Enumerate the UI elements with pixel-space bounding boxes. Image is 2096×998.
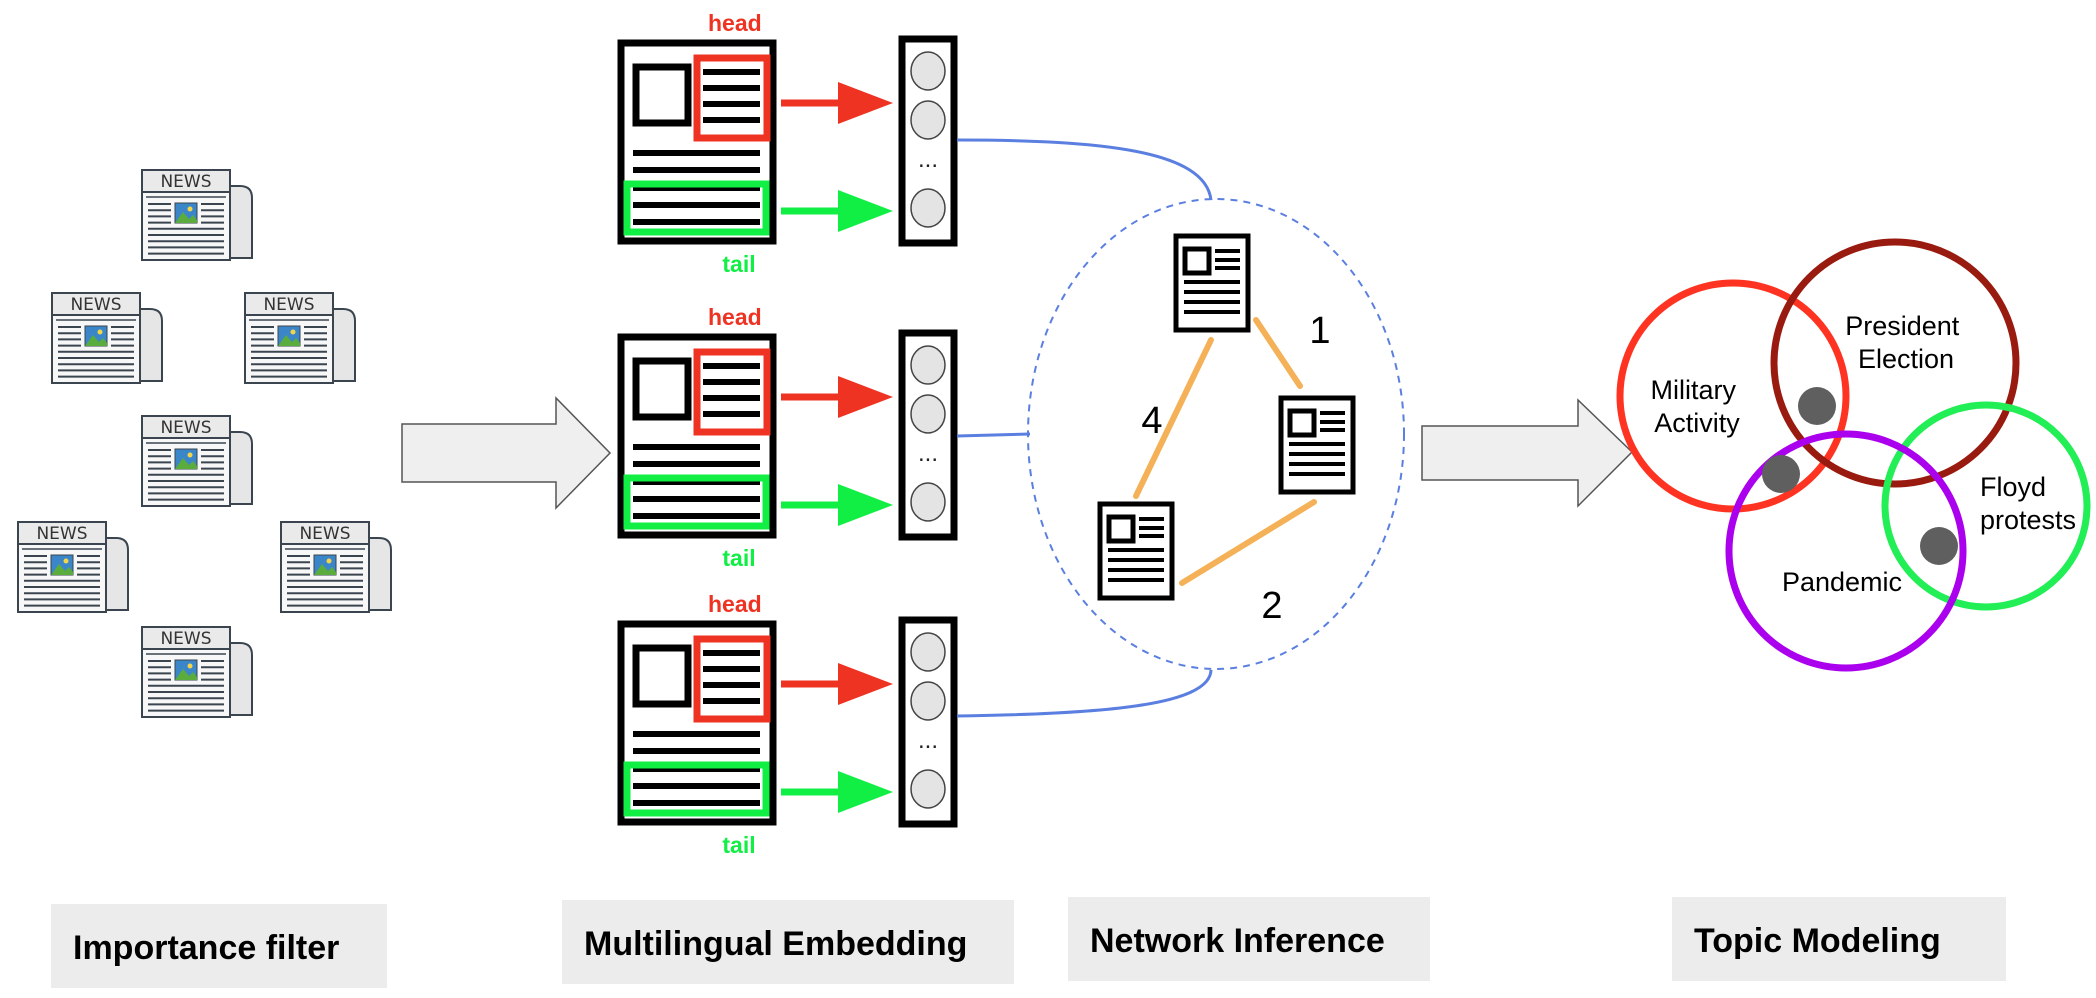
topic-label-military: Military Activity (1650, 375, 1743, 438)
topic-circle-pandemic (1725, 430, 1967, 672)
vector-ellipsis: ... (918, 440, 938, 467)
newspaper-title: NEWS (263, 295, 314, 315)
topic-venn: Military Activity President Election Flo… (1616, 238, 2091, 672)
dot-military-president (1798, 387, 1836, 425)
connector-top (956, 138, 1213, 201)
stage-box-embedding (562, 900, 1014, 984)
embedding-row: head tail... (617, 10, 958, 277)
newspaper-icon: NEWS (17, 521, 129, 613)
stage-label-embedding: Multilingual Embedding (584, 925, 967, 963)
stage-label-network: Network Inference (1090, 922, 1385, 960)
embedding-row: head tail... (617, 591, 958, 858)
newspaper-title: NEWS (160, 418, 211, 438)
dot-military-pandemic (1762, 455, 1800, 493)
embedding-row: head tail... (617, 304, 958, 571)
vector-ellipsis: ... (918, 146, 938, 173)
stage-box-importance (51, 904, 387, 988)
network-boundary (1027, 198, 1405, 670)
stage-labels: Importance filter Multilingual Embedding… (51, 897, 2006, 988)
edge-weight-1: 1 (1309, 310, 1330, 352)
connector-mid (956, 432, 1031, 438)
document-icon (1173, 233, 1251, 333)
connector-bottom (956, 669, 1213, 718)
stage-label-topic: Topic Modeling (1694, 922, 1941, 960)
embedding-vector-icon: ... (898, 616, 958, 828)
newspaper-title: NEWS (299, 524, 350, 544)
right-arrow-icon (1421, 398, 1634, 508)
vector-connectors (956, 138, 1213, 718)
topic-label-floyd: Floyd protests (1980, 472, 2076, 535)
document-icon (1278, 395, 1356, 495)
embedding-vector-icon: ... (898, 35, 958, 247)
topic-label-president: President Election (1845, 311, 1967, 374)
stage-box-network (1068, 897, 1430, 981)
newspaper-icon: NEWS (141, 626, 253, 718)
head-highlight (693, 348, 771, 436)
shared-document-dots (1762, 387, 1958, 565)
stage-label-importance: Importance filter (73, 929, 339, 967)
head-highlight (693, 635, 771, 723)
stage-box-topic (1672, 897, 2006, 981)
head-label: head (708, 10, 762, 36)
embedding-vector-icon: ... (898, 329, 958, 541)
topic-circle-floyd (1881, 401, 2091, 611)
head-label: head (708, 591, 762, 617)
head-highlight (693, 54, 771, 142)
tail-highlight (623, 474, 770, 530)
topic-circle-military (1616, 279, 1850, 513)
edge-4 (1133, 337, 1214, 499)
topic-label-pandemic: Pandemic (1782, 567, 1902, 597)
network-edges (1133, 317, 1317, 586)
news-cluster: NEWS NEWS NEWS NEWS NEWS NEWS NEWS (17, 169, 392, 718)
newspaper-icon: NEWS (280, 521, 392, 613)
tail-label: tail (722, 251, 755, 277)
edge-weight-4: 4 (1141, 400, 1162, 442)
newspaper-title: NEWS (160, 629, 211, 649)
document-icon (617, 333, 777, 539)
newspaper-icon: NEWS (244, 292, 356, 384)
tail-highlight (623, 761, 770, 817)
newspaper-title: NEWS (70, 295, 121, 315)
dot-floyd-pandemic (1920, 527, 1958, 565)
document-icon (617, 39, 777, 245)
tail-highlight (623, 180, 770, 236)
edge-weight-2: 2 (1261, 585, 1282, 627)
topic-circle-president (1770, 238, 2020, 488)
document-icon (617, 620, 777, 826)
edge-1 (1253, 317, 1303, 389)
vector-ellipsis: ... (918, 727, 938, 754)
tail-label: tail (722, 832, 755, 858)
document-icon (1097, 501, 1175, 601)
tail-label: tail (722, 545, 755, 571)
head-label: head (708, 304, 762, 330)
edge-2 (1179, 499, 1317, 586)
network-graph: 1 4 2 (1027, 198, 1405, 670)
newspaper-icon: NEWS (51, 292, 163, 384)
newspaper-title: NEWS (160, 172, 211, 192)
embedding-group: head tail... head tail... head tail... (617, 10, 958, 858)
newspaper-title: NEWS (36, 524, 87, 544)
newspaper-icon: NEWS (141, 169, 253, 261)
newspaper-icon: NEWS (141, 415, 253, 507)
right-arrow-icon (401, 396, 612, 510)
